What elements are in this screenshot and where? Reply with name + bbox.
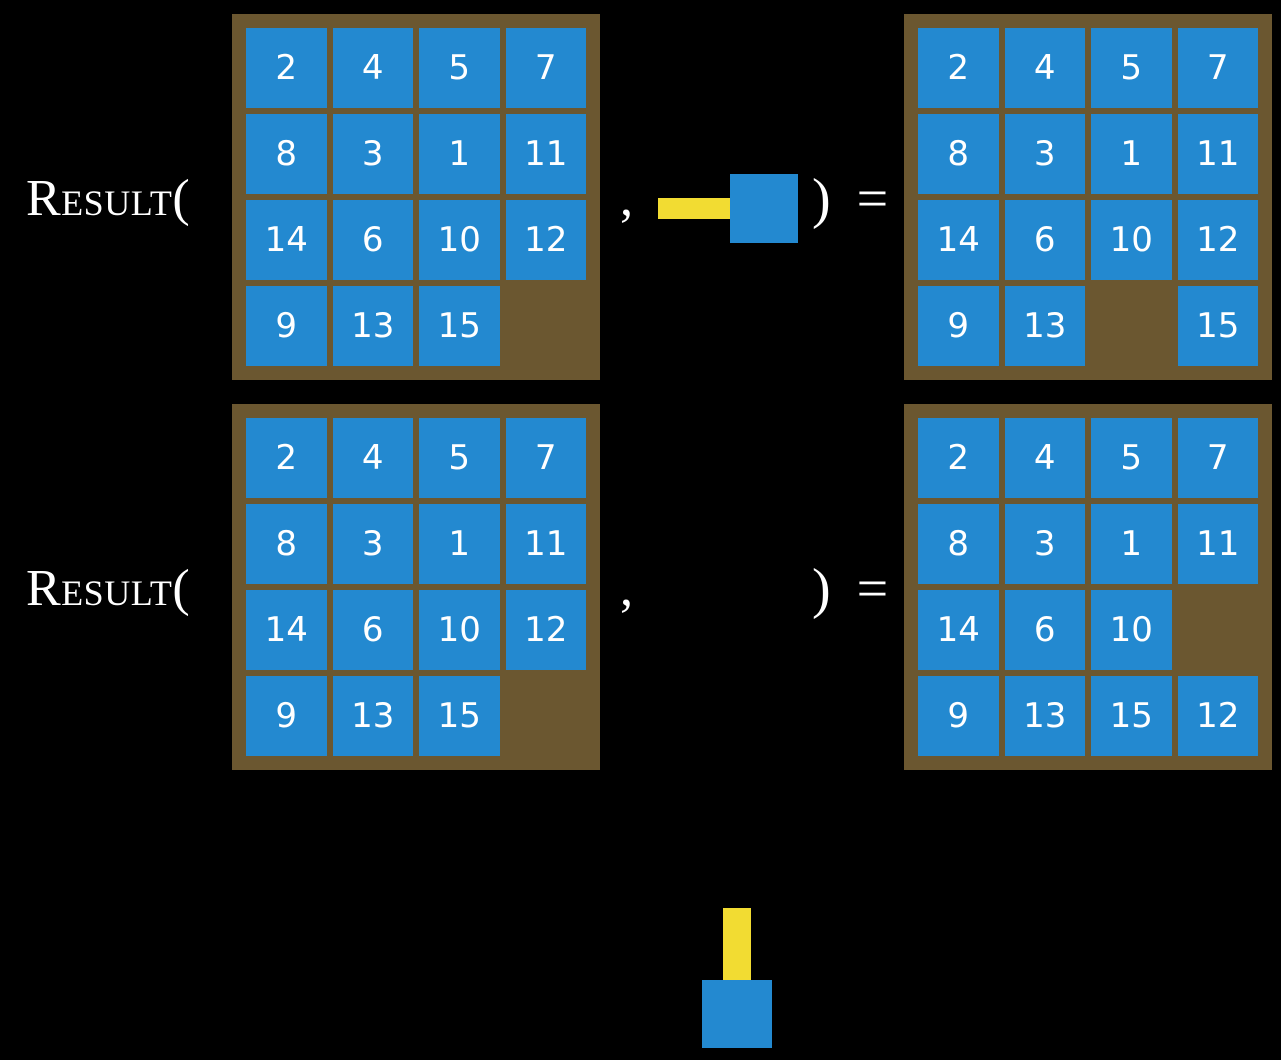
- puzzle-tile[interactable]: 15: [419, 676, 500, 756]
- puzzle-tile[interactable]: 1: [1091, 504, 1172, 584]
- puzzle-tile[interactable]: 3: [1004, 114, 1085, 194]
- puzzle-tile[interactable]: 14: [246, 590, 327, 670]
- puzzle-tile[interactable]: 12: [505, 200, 586, 280]
- puzzle-tile[interactable]: 7: [505, 28, 586, 108]
- puzzle-tile[interactable]: 4: [332, 28, 413, 108]
- puzzle-tile[interactable]: 6: [1004, 200, 1085, 280]
- puzzle-tile[interactable]: 3: [332, 114, 413, 194]
- puzzle-tile[interactable]: 13: [1004, 286, 1085, 366]
- puzzle-tile[interactable]: 9: [246, 676, 327, 756]
- puzzle-tile[interactable]: 5: [419, 28, 500, 108]
- argument-separator-comma-row2: ,: [620, 560, 633, 617]
- puzzle-tile[interactable]: 14: [918, 200, 999, 280]
- puzzle-tile[interactable]: 15: [1177, 286, 1258, 366]
- puzzle-tile[interactable]: 11: [1177, 114, 1258, 194]
- action-argument-row2: [690, 890, 810, 1060]
- result-function-label: Result(: [26, 170, 191, 227]
- puzzle-tile[interactable]: 11: [505, 114, 586, 194]
- puzzle-tile[interactable]: 5: [1091, 28, 1172, 108]
- puzzle-tile[interactable]: 9: [918, 676, 999, 756]
- puzzle-tile[interactable]: 7: [1177, 418, 1258, 498]
- puzzle-tile[interactable]: 8: [246, 504, 327, 584]
- puzzle-tile[interactable]: 10: [1091, 200, 1172, 280]
- result-function-label: Result(: [26, 560, 191, 617]
- empty-slot: [506, 676, 587, 756]
- puzzle-tile[interactable]: 13: [332, 676, 413, 756]
- puzzle-tile[interactable]: 13: [332, 286, 413, 366]
- puzzle-tile[interactable]: 1: [419, 114, 500, 194]
- puzzle-tile[interactable]: 4: [1004, 28, 1085, 108]
- empty-slot: [506, 286, 587, 366]
- puzzle-tile[interactable]: 9: [246, 286, 327, 366]
- puzzle-tile[interactable]: 8: [246, 114, 327, 194]
- puzzle-tile[interactable]: 7: [1177, 28, 1258, 108]
- puzzle-tile[interactable]: 2: [246, 28, 327, 108]
- puzzle-tile[interactable]: 3: [1004, 504, 1085, 584]
- puzzle-tile[interactable]: 4: [1004, 418, 1085, 498]
- puzzle-tile[interactable]: 14: [918, 590, 999, 670]
- puzzle-tile[interactable]: 12: [1177, 676, 1258, 756]
- puzzle-tile[interactable]: 3: [332, 504, 413, 584]
- action-argument-row1: [650, 160, 810, 260]
- puzzle-tile[interactable]: 13: [1004, 676, 1085, 756]
- puzzle-tile[interactable]: 2: [246, 418, 327, 498]
- puzzle-tile[interactable]: 6: [1004, 590, 1085, 670]
- empty-slot: [1091, 286, 1172, 366]
- puzzle-tile[interactable]: 12: [1177, 200, 1258, 280]
- argument-separator-comma-row1: ,: [620, 170, 633, 227]
- close-paren-equals-row1: ) =: [812, 168, 895, 230]
- puzzle-tile[interactable]: 14: [246, 200, 327, 280]
- empty-slot: [1178, 590, 1259, 670]
- puzzle-tile[interactable]: 10: [419, 200, 500, 280]
- puzzle-tile[interactable]: 5: [419, 418, 500, 498]
- puzzle-tile[interactable]: 10: [1091, 590, 1172, 670]
- puzzle-tile[interactable]: 8: [918, 114, 999, 194]
- action-tile-row2: [702, 980, 772, 1048]
- puzzle-tile[interactable]: 6: [332, 200, 413, 280]
- puzzle-tile[interactable]: 11: [1177, 504, 1258, 584]
- puzzle-tile[interactable]: 1: [1091, 114, 1172, 194]
- close-paren-equals-row2: ) =: [812, 558, 895, 620]
- puzzle-tile[interactable]: 8: [918, 504, 999, 584]
- puzzle-tile[interactable]: 11: [505, 504, 586, 584]
- puzzle-tile[interactable]: 10: [419, 590, 500, 670]
- puzzle-tile[interactable]: 4: [332, 418, 413, 498]
- action-tile-row1: [730, 174, 798, 243]
- puzzle-tile[interactable]: 6: [332, 590, 413, 670]
- puzzle-tile[interactable]: 1: [419, 504, 500, 584]
- puzzle-tile[interactable]: 7: [505, 418, 586, 498]
- puzzle-tile[interactable]: 15: [1091, 676, 1172, 756]
- puzzle-tile[interactable]: 2: [918, 418, 999, 498]
- puzzle-tile[interactable]: 9: [918, 286, 999, 366]
- puzzle-tile[interactable]: 5: [1091, 418, 1172, 498]
- puzzle-tile[interactable]: 15: [419, 286, 500, 366]
- puzzle-tile[interactable]: 12: [505, 590, 586, 670]
- puzzle-tile[interactable]: 2: [918, 28, 999, 108]
